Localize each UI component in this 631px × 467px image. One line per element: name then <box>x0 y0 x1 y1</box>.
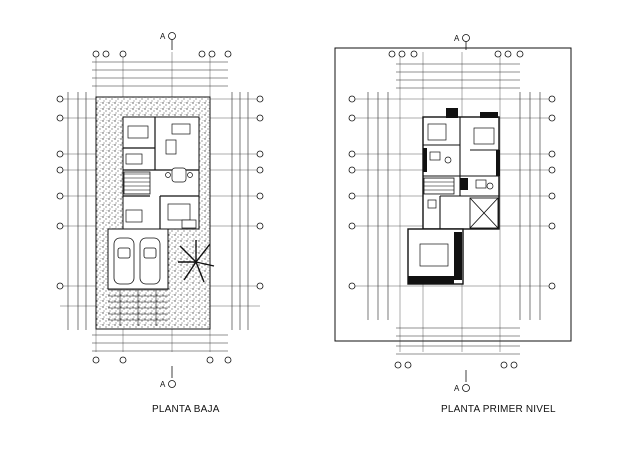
dimension-lines-bottom <box>396 327 520 355</box>
stairs <box>423 177 455 195</box>
dimension-lines-left <box>367 92 389 320</box>
axis-bubbles-top <box>92 50 232 58</box>
dimension-lines-top <box>92 61 228 87</box>
furniture <box>125 123 197 229</box>
section-marker-bottom: A <box>160 366 176 389</box>
section-marker-bottom: A <box>454 370 470 393</box>
palm-tree-icon <box>178 240 215 283</box>
sheet-border <box>334 47 572 342</box>
section-marker-top: A <box>160 32 176 50</box>
section-marker-label: A <box>454 384 460 393</box>
interior-walls <box>423 117 499 229</box>
bathroom-fixtures <box>427 151 494 209</box>
building-outline <box>407 116 500 285</box>
car-icon <box>113 237 161 285</box>
axis-bubbles-left <box>56 95 64 290</box>
axis-bubbles-right <box>256 95 264 290</box>
axis-bubbles-bottom <box>92 356 232 364</box>
double-height-void <box>469 197 499 229</box>
dimension-lines-right <box>519 92 541 320</box>
axis-bubbles-top <box>388 50 524 58</box>
dimension-lines-left <box>67 92 87 330</box>
driveway <box>108 289 168 326</box>
dimension-lines-top <box>396 63 520 89</box>
bed-icon <box>419 123 495 267</box>
axis-bubbles-right <box>548 95 556 290</box>
section-marker-label: A <box>160 32 166 41</box>
stairs <box>123 171 151 195</box>
plan-planta-primer-nivel: A A <box>334 34 572 393</box>
plan-planta-baja: A A <box>56 32 264 389</box>
structural-walls <box>408 108 500 284</box>
axis-bubbles-bottom <box>394 361 518 369</box>
dimension-lines-right <box>231 92 249 330</box>
axis-bubbles-left <box>348 95 356 290</box>
caption-planta-baja: PLANTA BAJA <box>152 404 220 415</box>
section-marker-label: A <box>160 380 166 389</box>
dimension-lines-bottom <box>92 334 228 352</box>
section-marker-label: A <box>454 34 460 43</box>
section-marker-top: A <box>454 34 470 50</box>
caption-planta-primer-nivel: PLANTA PRIMER NIVEL <box>441 404 556 415</box>
interior-walls <box>123 117 199 229</box>
